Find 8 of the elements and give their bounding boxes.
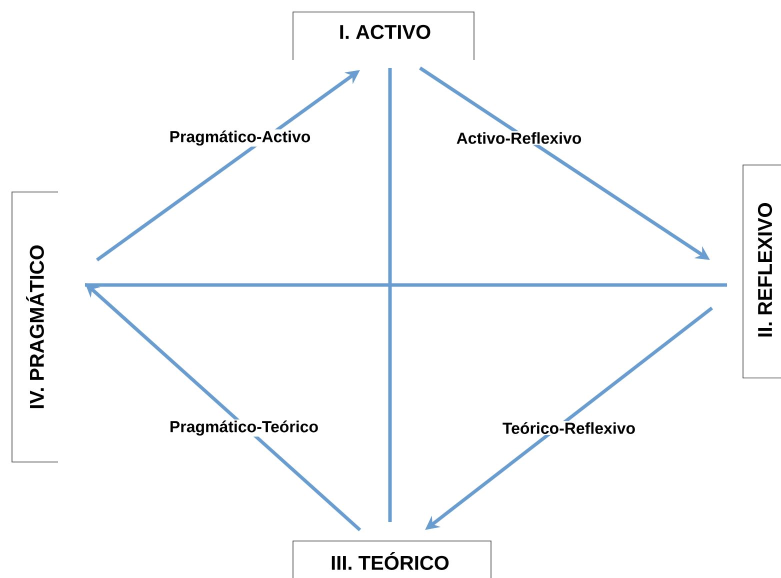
label-box: III. TEÓRICO xyxy=(292,540,492,578)
edge-label: Activo-Reflexivo xyxy=(455,131,583,145)
edge-label: Teórico-Reflexivo xyxy=(501,421,637,435)
label-box: I. ACTIVO xyxy=(292,12,474,60)
label-box: IV. PRAGMÁTICO xyxy=(12,192,58,462)
edge-label: Pragmático-Activo xyxy=(168,129,312,147)
edge-label: Pragmático-Teórico xyxy=(168,419,320,437)
label-box: II. REFLEXIVO xyxy=(742,164,781,378)
